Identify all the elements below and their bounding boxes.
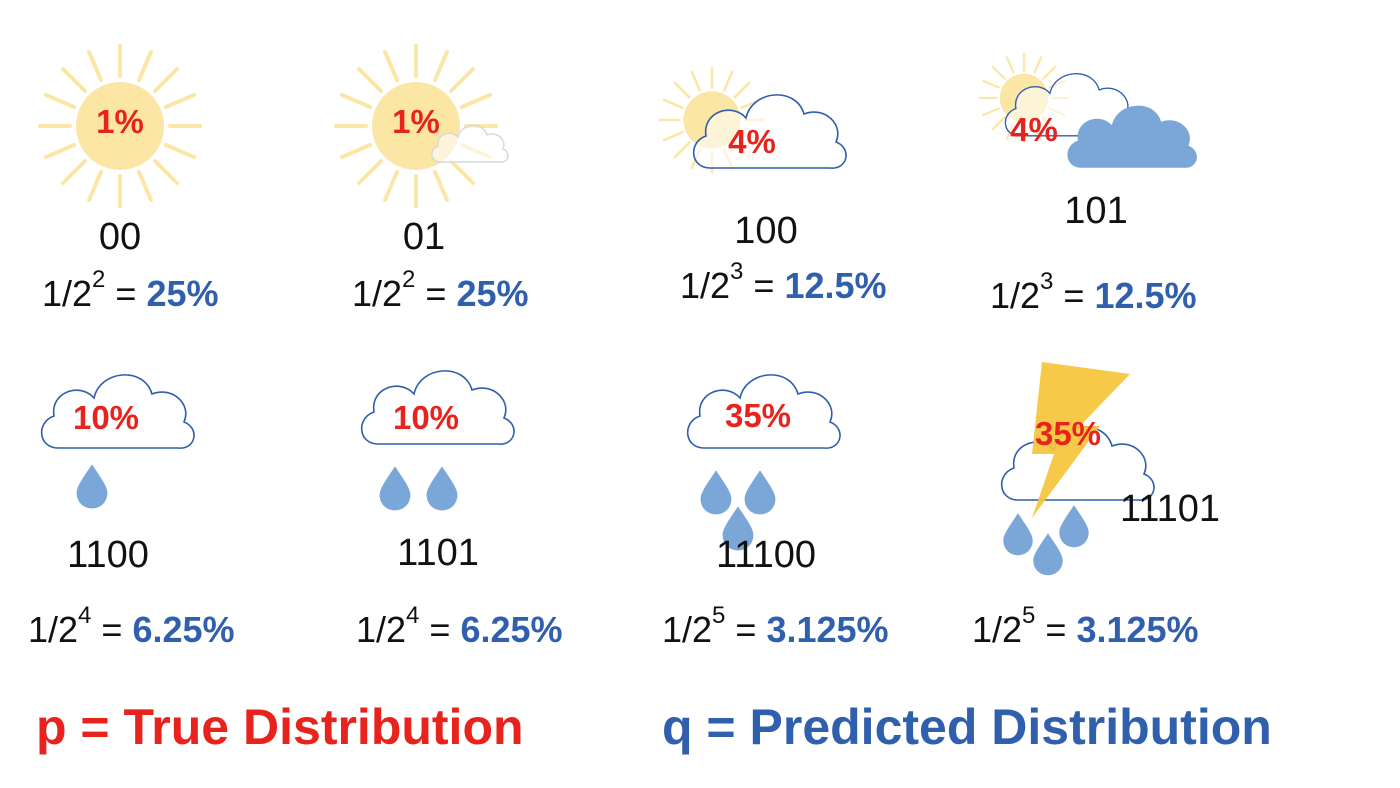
cloud-one-drop-icon: [40, 374, 195, 509]
true-probability: 1%: [96, 103, 144, 140]
formula-base: 1/2: [662, 609, 713, 650]
code-word: 101: [1064, 190, 1128, 232]
formula-base: 1/2: [356, 609, 407, 650]
legend-true-distribution: p = True Distribution: [36, 699, 524, 755]
formula-exponent: 5: [1022, 602, 1036, 629]
true-probability: 35%: [1034, 415, 1102, 452]
predicted-formula: 1/25 = 3.125%: [662, 602, 889, 650]
code-word: 100: [734, 210, 798, 252]
predicted-formula: 1/23 = 12.5%: [680, 258, 887, 306]
true-probability: 4%: [1010, 111, 1058, 148]
formula-base: 1/2: [972, 609, 1023, 650]
code-word: 1100: [67, 534, 149, 576]
lightning-bolt: [1032, 362, 1130, 518]
predicted-probability: 3.125%: [766, 609, 889, 650]
predicted-probability: 6.25%: [460, 609, 563, 650]
thunderstorm-icon: [1000, 362, 1155, 576]
formula-base: 1/2: [990, 275, 1041, 316]
true-probability: 10%: [392, 399, 460, 436]
true-probability: 35%: [724, 397, 792, 434]
formula-base: 1/2: [42, 273, 93, 314]
formula-exponent: 4: [78, 602, 92, 629]
predicted-probability: 6.25%: [132, 609, 235, 650]
formula-base: 1/2: [28, 609, 79, 650]
code-word: 1101: [397, 532, 479, 574]
formula-exponent: 2: [92, 266, 106, 293]
predicted-formula: 1/24 = 6.25%: [356, 602, 563, 650]
predicted-probability: 25%: [146, 273, 219, 314]
predicted-probability: 25%: [456, 273, 529, 314]
cloud-three-drops-icon: [686, 374, 841, 551]
predicted-formula: 1/25 = 3.125%: [972, 602, 1199, 650]
formula-exponent: 2: [402, 266, 416, 293]
formula-base: 1/2: [352, 273, 403, 314]
predicted-formula: 1/22 = 25%: [42, 266, 219, 314]
formula-base: 1/2: [680, 265, 731, 306]
predicted-probability: 12.5%: [784, 265, 887, 306]
sun-icon: [38, 44, 202, 208]
sun-small-cloud-icon: [334, 44, 509, 208]
code-word: 11101: [1119, 488, 1221, 530]
formula-exponent: 3: [730, 258, 744, 285]
code-word: 11100: [715, 534, 817, 576]
predicted-probability: 3.125%: [1076, 609, 1199, 650]
predicted-formula: 1/23 = 12.5%: [990, 268, 1197, 316]
formula-exponent: 4: [406, 602, 420, 629]
sun-cloud-icon: [658, 66, 847, 174]
sun-dark-cloud-icon: [978, 52, 1197, 168]
predicted-probability: 12.5%: [1094, 275, 1197, 316]
formula-exponent: 5: [712, 602, 726, 629]
true-probability: 10%: [72, 399, 140, 436]
code-word: 00: [98, 216, 142, 258]
predicted-formula: 1/22 = 25%: [352, 266, 529, 314]
code-word: 01: [402, 216, 446, 258]
true-probability: 1%: [392, 103, 440, 140]
predicted-formula: 1/24 = 6.25%: [28, 602, 235, 650]
legend-predicted-distribution: q = Predicted Distribution: [662, 699, 1272, 755]
true-probability: 4%: [728, 123, 776, 160]
formula-exponent: 3: [1040, 268, 1054, 295]
